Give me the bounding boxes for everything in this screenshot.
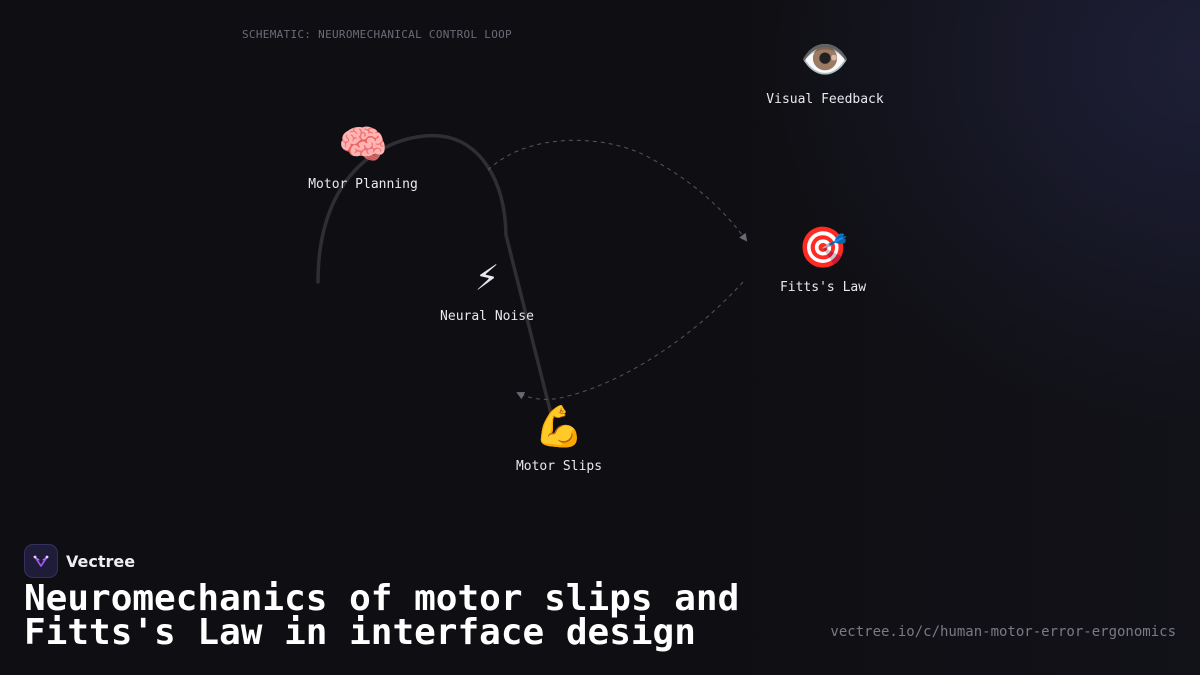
schematic-caption: SCHEMATIC: NEUROMECHANICAL CONTROL LOOP	[242, 28, 512, 41]
target-icon: 🎯	[798, 225, 848, 271]
connector-motor-planning-to-neural-noise	[316, 133, 508, 284]
node-neural-noise: ⚡ Neural Noise	[440, 253, 534, 324]
vectree-logo-icon	[24, 544, 58, 578]
node-motor-slips: 💪 Motor Slips	[516, 403, 602, 474]
brain-icon: 🧠	[338, 122, 388, 168]
node-motor-planning: 🧠 Motor Planning	[308, 121, 418, 192]
node-fitts-law: 🎯 Fitts's Law	[780, 224, 866, 295]
brand: Vectree	[24, 544, 135, 578]
node-label-fitts-law: Fitts's Law	[779, 280, 867, 295]
page-title: Neuromechanics of motor slips and Fitts'…	[24, 578, 740, 653]
lightning-icon: ⚡	[474, 254, 500, 300]
node-label-motor-slips: Motor Slips	[515, 459, 603, 474]
source-url: vectree.io/c/human-motor-error-ergonomic…	[830, 624, 1176, 640]
brand-name: Vectree	[66, 551, 136, 571]
node-label-neural-noise: Neural Noise	[440, 309, 534, 324]
connector-motor-planning-to-fitts-law	[487, 139, 748, 242]
node-label-visual-feedback: Visual Feedback	[766, 92, 884, 107]
flexed-arm-icon: 💪	[534, 404, 584, 450]
node-label-motor-planning: Motor Planning	[308, 177, 418, 192]
eye-icon: 👁️	[800, 37, 850, 83]
connector-neural-noise-to-motor-slips	[504, 233, 554, 420]
connector-fitts-law-to-motor-slips	[516, 281, 744, 400]
node-visual-feedback: 👁️ Visual Feedback	[766, 36, 883, 107]
